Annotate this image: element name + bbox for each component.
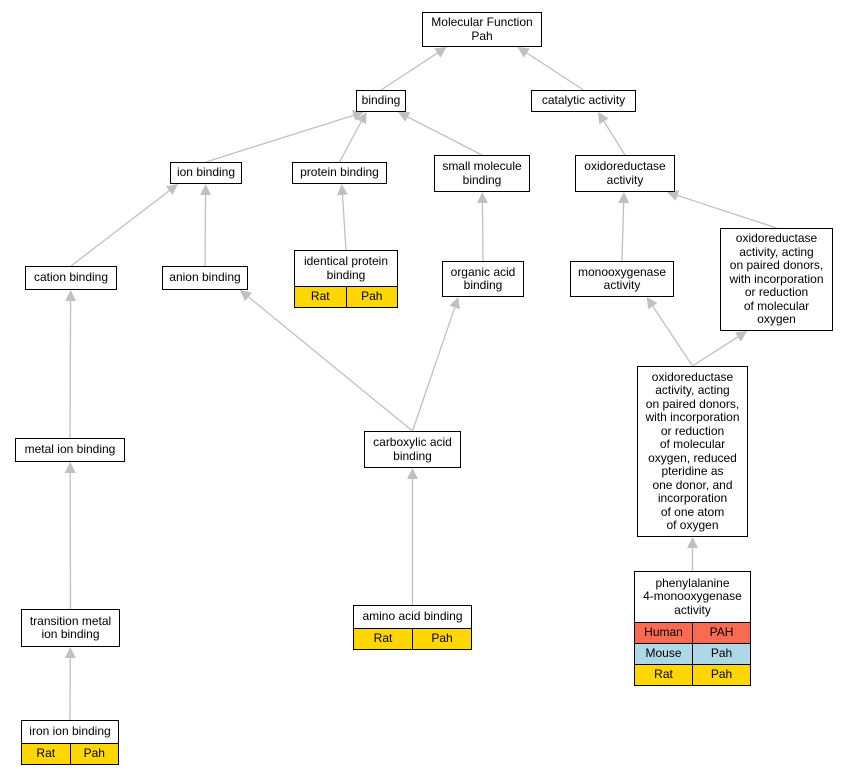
species-label: Mouse	[645, 646, 682, 661]
organism-row: Human PAH	[635, 622, 750, 643]
organism-row: Rat Pah	[354, 628, 471, 649]
go-term-node[interactable]: catalytic activity	[531, 90, 636, 112]
edge-arrowhead	[165, 184, 178, 196]
is-a-edge	[603, 120, 626, 156]
is-a-edge	[677, 194, 777, 229]
species-label: Human	[644, 625, 683, 640]
edge-arrowhead	[517, 47, 530, 58]
is-a-edge	[205, 114, 354, 163]
edge-arrowhead	[64, 647, 76, 659]
edge-arrowhead	[449, 297, 460, 310]
go-term-node[interactable]: small molecule binding	[434, 155, 530, 192]
organism-row: Rat Pah	[295, 286, 397, 307]
go-term-node[interactable]: transition metal ion binding	[21, 609, 120, 647]
go-term-label: protein binding	[300, 165, 379, 180]
edge-arrowhead	[734, 331, 748, 342]
is-a-edge	[526, 52, 584, 91]
go-term-node[interactable]: metal ion binding	[15, 438, 125, 462]
go-term-label: identical protein binding	[303, 254, 389, 282]
edge-arrowhead	[240, 290, 252, 302]
species-label: Rat	[310, 289, 330, 304]
edge-arrowhead	[476, 192, 488, 204]
is-a-edge	[481, 202, 484, 262]
go-term-label: iron ion binding	[29, 724, 111, 739]
gene-label: Pah	[692, 665, 750, 685]
edge-arrowhead	[336, 184, 348, 196]
go-term-node[interactable]: protein binding	[292, 162, 387, 184]
gene-label: PAH	[692, 623, 750, 643]
is-a-edge	[621, 202, 625, 262]
go-term-node[interactable]: cation binding	[25, 266, 117, 290]
go-term-label: anion binding	[169, 270, 241, 285]
is-a-edge	[204, 194, 207, 267]
edge-arrowhead	[618, 192, 630, 204]
is-a-edge	[652, 305, 694, 367]
edge-arrowhead	[398, 112, 411, 122]
organism-row: Rat Pah	[22, 743, 118, 764]
go-term-label: phenylalanine 4-monooxygenase activity	[643, 575, 742, 617]
species-label: Rat	[373, 631, 393, 646]
is-a-edge	[380, 52, 438, 91]
go-term-node[interactable]: monooxygenase activity	[570, 261, 674, 297]
go-term-label: transition metal ion binding	[29, 613, 112, 641]
go-term-label: small molecule binding	[442, 159, 522, 187]
go-term-label: binding	[361, 93, 401, 108]
edge-arrowhead	[687, 537, 698, 548]
species-label: Rat	[36, 746, 56, 761]
edge-arrowhead	[667, 190, 680, 201]
go-term-label: organic acid binding	[450, 264, 516, 292]
go-term-label: ion binding	[176, 165, 236, 180]
species-label: Rat	[654, 667, 673, 682]
edge-arrowhead	[64, 462, 76, 474]
edge-arrowhead	[356, 112, 367, 125]
edge-arrowhead	[646, 297, 658, 310]
gene-label: Pah	[345, 287, 398, 307]
organism-row: Mouse Pah	[635, 643, 750, 664]
gene-label: Pah	[412, 629, 471, 649]
edge-arrowhead	[434, 47, 447, 58]
is-a-edge	[692, 336, 739, 367]
go-term-label: amino acid binding	[362, 609, 463, 624]
edge-arrowhead	[200, 184, 212, 196]
is-a-edge	[341, 194, 347, 251]
go-term-label: Molecular Function Pah	[431, 15, 533, 43]
go-term-label: oxidoreductase activity, acting on paire…	[729, 231, 824, 327]
is-a-edge	[248, 296, 413, 432]
go-term-label: cation binding	[33, 270, 109, 285]
go-term-label: oxidoreductase activity	[584, 159, 666, 187]
is-a-edge	[338, 121, 362, 163]
go-term-label: catalytic activity	[541, 93, 626, 108]
edge-arrowhead	[598, 112, 609, 125]
edge-arrowhead	[351, 110, 364, 121]
is-a-edge	[407, 116, 483, 156]
go-term-node[interactable]: oxidoreductase activity, acting on paire…	[720, 228, 833, 331]
go-term-label: carboxylic acid binding	[373, 435, 452, 463]
go-term-node[interactable]: carboxylic acid binding	[364, 431, 461, 468]
edge-arrowhead	[65, 290, 77, 302]
is-a-edge	[70, 190, 170, 267]
edge-arrowhead	[407, 468, 418, 479]
go-term-label: metal ion binding	[24, 442, 116, 457]
gene-label: Pah	[692, 644, 750, 664]
gene-label: Pah	[69, 744, 119, 764]
is-a-edge	[69, 300, 72, 439]
go-term-node[interactable]: ion binding	[170, 162, 242, 184]
organism-row: Rat Pah	[635, 664, 750, 685]
go-term-node[interactable]: Molecular Function Pah	[422, 12, 542, 47]
go-term-node[interactable]: organic acid binding	[442, 261, 524, 297]
go-term-node[interactable]: oxidoreductase activity, acting on paire…	[637, 366, 748, 537]
go-term-label: monooxygenase activity	[577, 264, 667, 292]
is-a-edge	[411, 307, 456, 432]
go-term-node[interactable]: anion binding	[162, 266, 248, 290]
go-term-node[interactable]: binding	[356, 90, 406, 112]
go-term-node[interactable]: oxidoreductase activity	[575, 155, 675, 192]
go-term-label: oxidoreductase activity, acting on paire…	[645, 369, 740, 532]
